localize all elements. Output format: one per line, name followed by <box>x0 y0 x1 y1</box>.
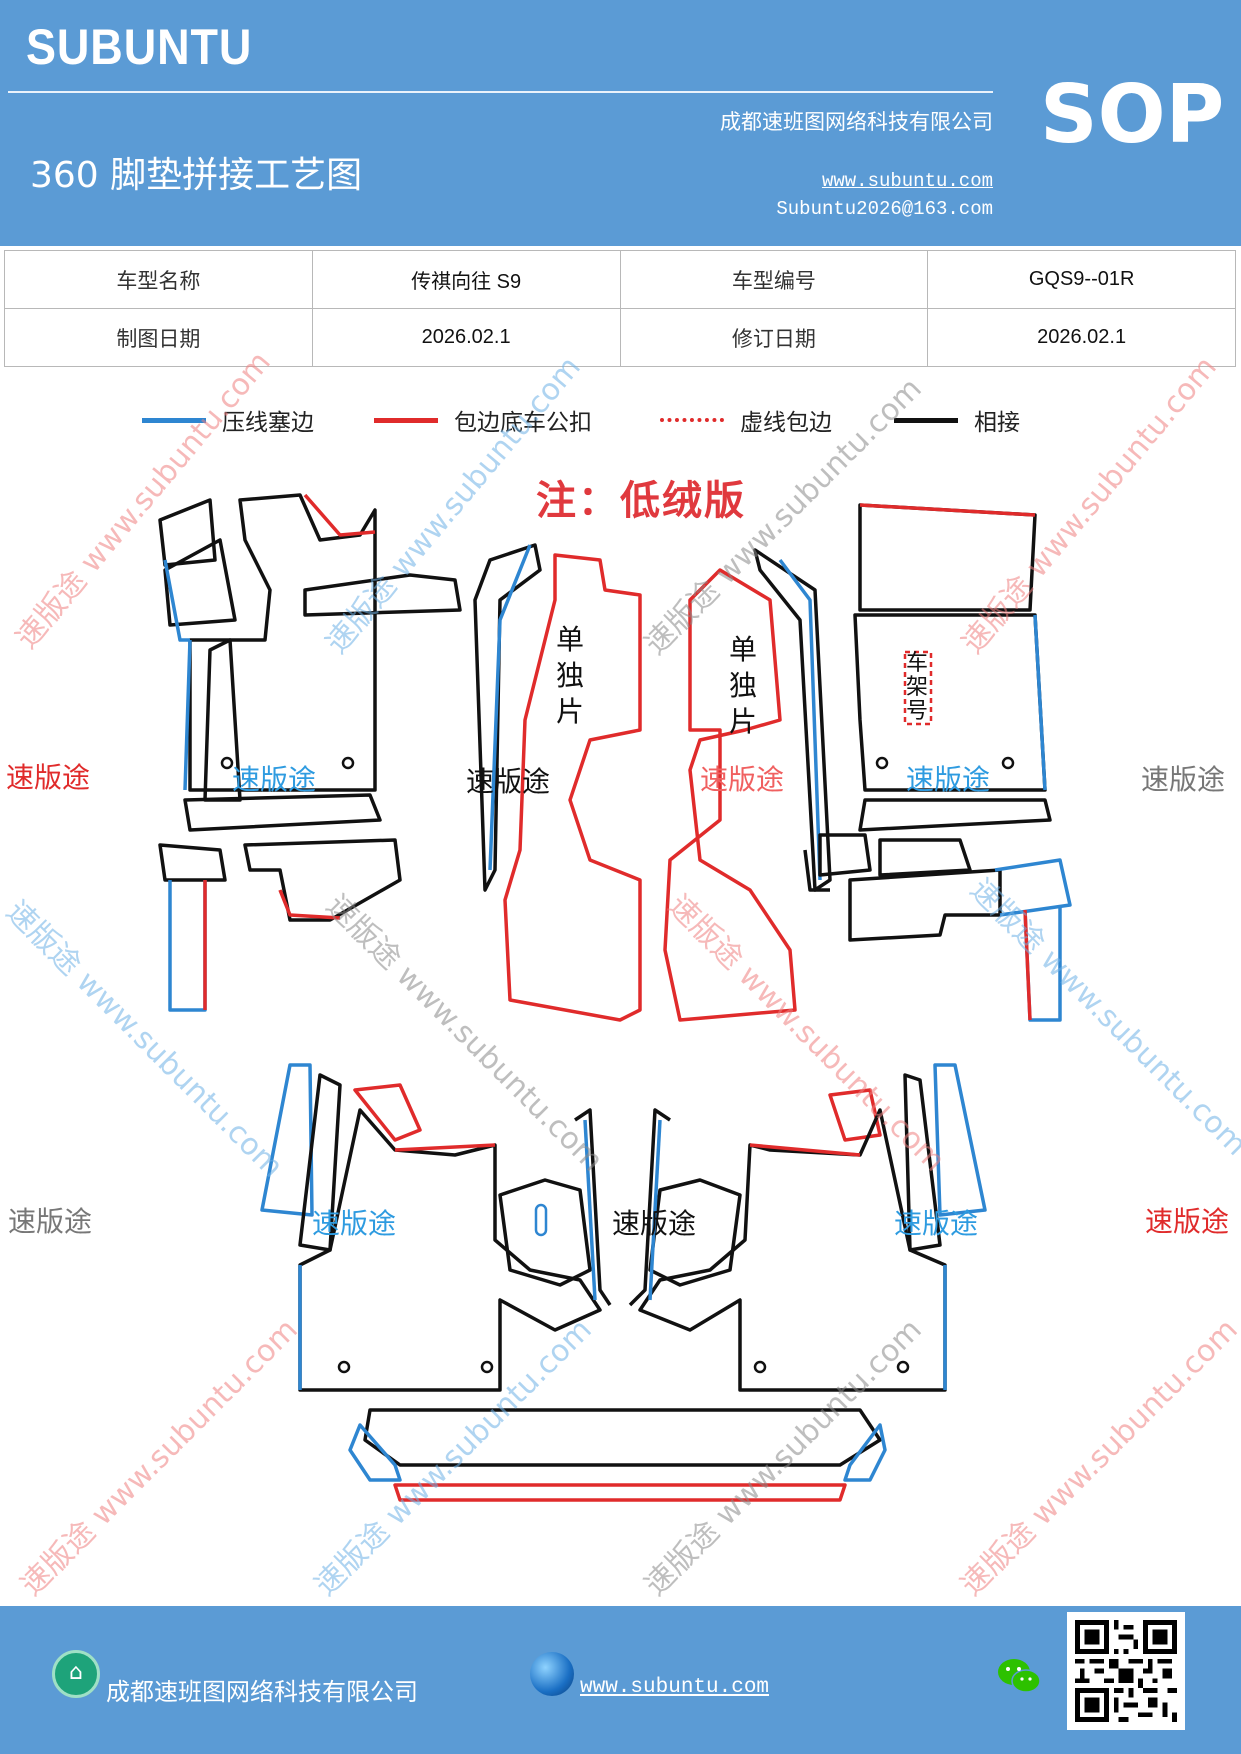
legend-dotted-line <box>660 418 724 422</box>
floor-mat-diagram <box>158 493 1072 1502</box>
model-name-value: 传祺向往 S9 <box>311 250 621 309</box>
footer-banner: ⌂ 成都速班图网络科技有限公司 www.subuntu.com <box>0 1606 1241 1754</box>
qr-code[interactable] <box>1067 1612 1185 1730</box>
legend-label: 压线塞边 <box>222 410 314 436</box>
legend-item-dotted: 虚线包边 <box>660 400 832 440</box>
globe-icon <box>530 1652 574 1696</box>
table-row: 制图日期 2026.02.1 修订日期 2026.02.1 <box>4 308 1236 367</box>
legend-label: 相接 <box>974 410 1020 436</box>
brand-mark: 速版途 <box>1145 1205 1230 1238</box>
model-name-label: 车型名称 <box>4 250 313 309</box>
email-address: Subuntu2026@163.com <box>776 198 993 220</box>
table-row: 车型名称 传祺向往 S9 车型编号 GQS9--01R <box>4 250 1236 309</box>
footer-company-name: 成都速班图网络科技有限公司 <box>106 1678 418 1706</box>
model-code-value: GQS9--01R <box>927 250 1236 309</box>
brand-mark: 速版途 <box>6 761 91 794</box>
brand-logo: SUBUNTU <box>26 19 253 75</box>
draw-date-label: 制图日期 <box>4 308 313 367</box>
middle-strip-left <box>473 543 542 892</box>
legend-item-blue: 压线塞边 <box>142 400 314 440</box>
header-banner: SUBUNTU 成都速班图网络科技有限公司 360 脚垫拼接工艺图 www.su… <box>0 0 1241 246</box>
legend-label: 虚线包边 <box>740 410 832 436</box>
header-divider <box>8 91 993 93</box>
brand-mark: 速版途 <box>700 763 785 796</box>
rear-left-mat <box>260 1063 612 1392</box>
brand-mark: 速版途 <box>906 763 991 796</box>
company-name: 成都速班图网络科技有限公司 <box>720 110 993 134</box>
brand-mark: 速版途 <box>8 1205 93 1238</box>
legend-item-black: 相接 <box>894 400 1020 440</box>
frame-number-label: 车 架 号 <box>906 651 929 724</box>
single-piece-label-left: 单 独 片 <box>556 623 585 728</box>
rear-strips <box>348 1408 887 1502</box>
website-link[interactable]: www.subuntu.com <box>821 170 993 192</box>
legend-label: 包边底车公扣 <box>454 410 592 436</box>
footer-website-link[interactable]: www.subuntu.com <box>580 1676 770 1699</box>
front-left-mat <box>158 493 462 1012</box>
brand-mark: 速版途 <box>612 1207 697 1240</box>
version-note: 注：低绒版 <box>536 478 746 524</box>
brand-mark: 速版途 <box>1141 763 1226 796</box>
middle-strip-right <box>753 548 832 892</box>
single-piece-right <box>663 568 797 1022</box>
rear-right-mat <box>628 1063 987 1392</box>
draw-date-value: 2026.02.1 <box>311 308 621 367</box>
legend-item-red: 包边底车公扣 <box>374 400 592 440</box>
info-table: 车型名称 传祺向往 S9 车型编号 GQS9--01R 制图日期 2026.02… <box>4 250 1236 367</box>
revise-date-label: 修订日期 <box>619 308 929 367</box>
brand-mark: 速版途 <box>232 763 317 796</box>
model-code-label: 车型编号 <box>619 250 929 309</box>
brand-mark: 速版途 <box>894 1207 979 1240</box>
sop-badge: SOP <box>1040 68 1225 161</box>
wechat-icon[interactable] <box>996 1656 1042 1696</box>
qr-code-icon <box>1075 1620 1177 1722</box>
revise-date-value: 2026.02.1 <box>927 308 1236 367</box>
brand-mark: 速版途 <box>312 1207 397 1240</box>
front-right-mat <box>818 503 1072 1022</box>
legend-red-line <box>374 417 438 423</box>
brand-mark: 速版途 <box>466 765 551 798</box>
document-title: 360 脚垫拼接工艺图 <box>30 155 363 196</box>
company-logo-icon: ⌂ <box>52 1650 100 1698</box>
legend-blue-line <box>142 417 206 423</box>
legend-black-line <box>894 417 958 423</box>
single-piece-left <box>503 553 642 1022</box>
single-piece-label-right: 单 独 片 <box>729 633 758 738</box>
